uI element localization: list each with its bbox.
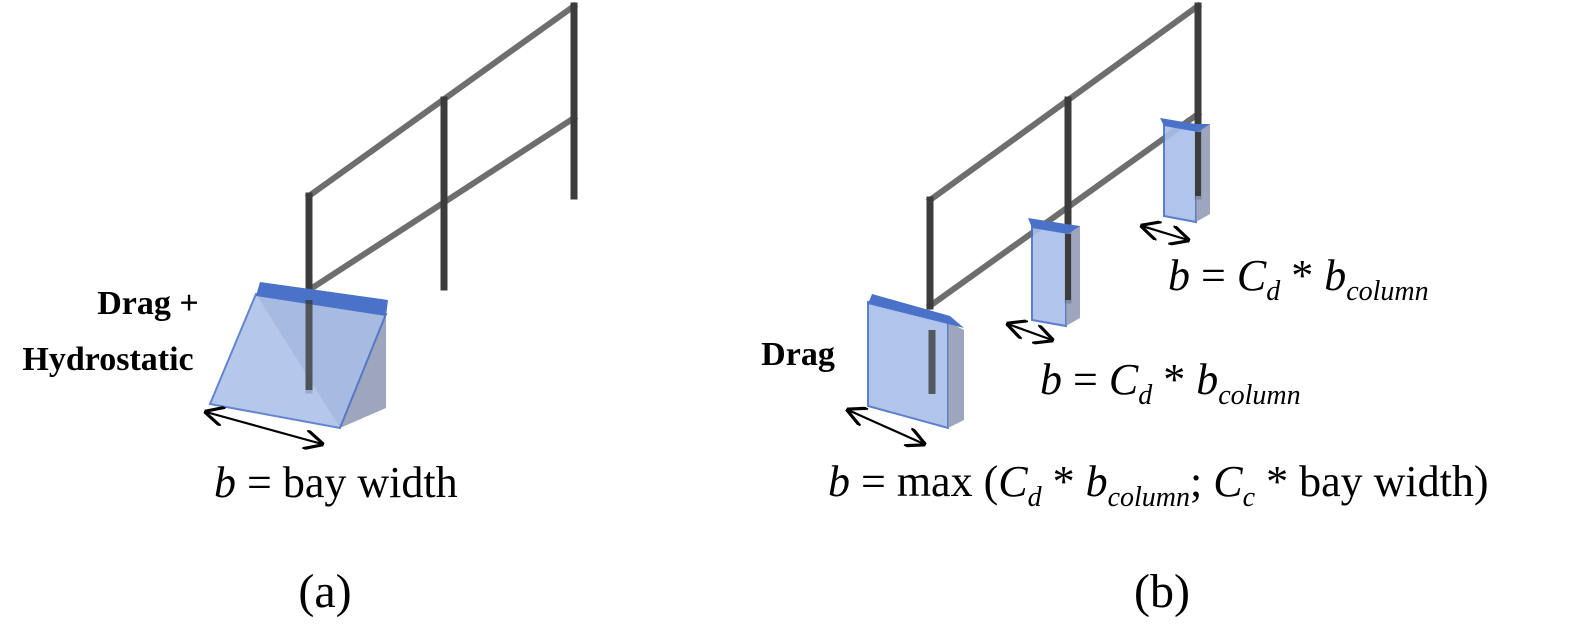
bay-width-arrow	[206, 412, 322, 444]
panel-a: Drag + Hydrostatic b = bay width (a)	[22, 1, 579, 618]
equation-middle: b = Cd * bcolumn	[1040, 355, 1301, 411]
caption-a: (a)	[298, 565, 351, 618]
width-equation-a: b = bay width	[214, 458, 458, 507]
drag-block-front	[867, 294, 964, 430]
load-label-a-line1: Drag +	[97, 285, 199, 322]
column-block-rear	[1160, 118, 1210, 224]
width-arrow-rear	[1142, 226, 1188, 240]
equation-lower: b = max (Cd * bcolumn; Cc * bay width)	[828, 457, 1488, 513]
panel-b: Drag b = Cd * bcolumn b = Cd * bcolumn b…	[761, 1, 1488, 618]
load-label-b: Drag	[761, 336, 835, 373]
load-label-a-line2: Hydrostatic	[22, 341, 193, 378]
width-arrow-front	[848, 410, 924, 444]
column-block-middle	[1028, 218, 1080, 328]
caption-b: (b)	[1134, 565, 1190, 618]
wedge-block	[208, 282, 388, 430]
width-arrow-middle	[1008, 324, 1052, 340]
equation-upper: b = Cd * bcolumn	[1168, 251, 1429, 307]
